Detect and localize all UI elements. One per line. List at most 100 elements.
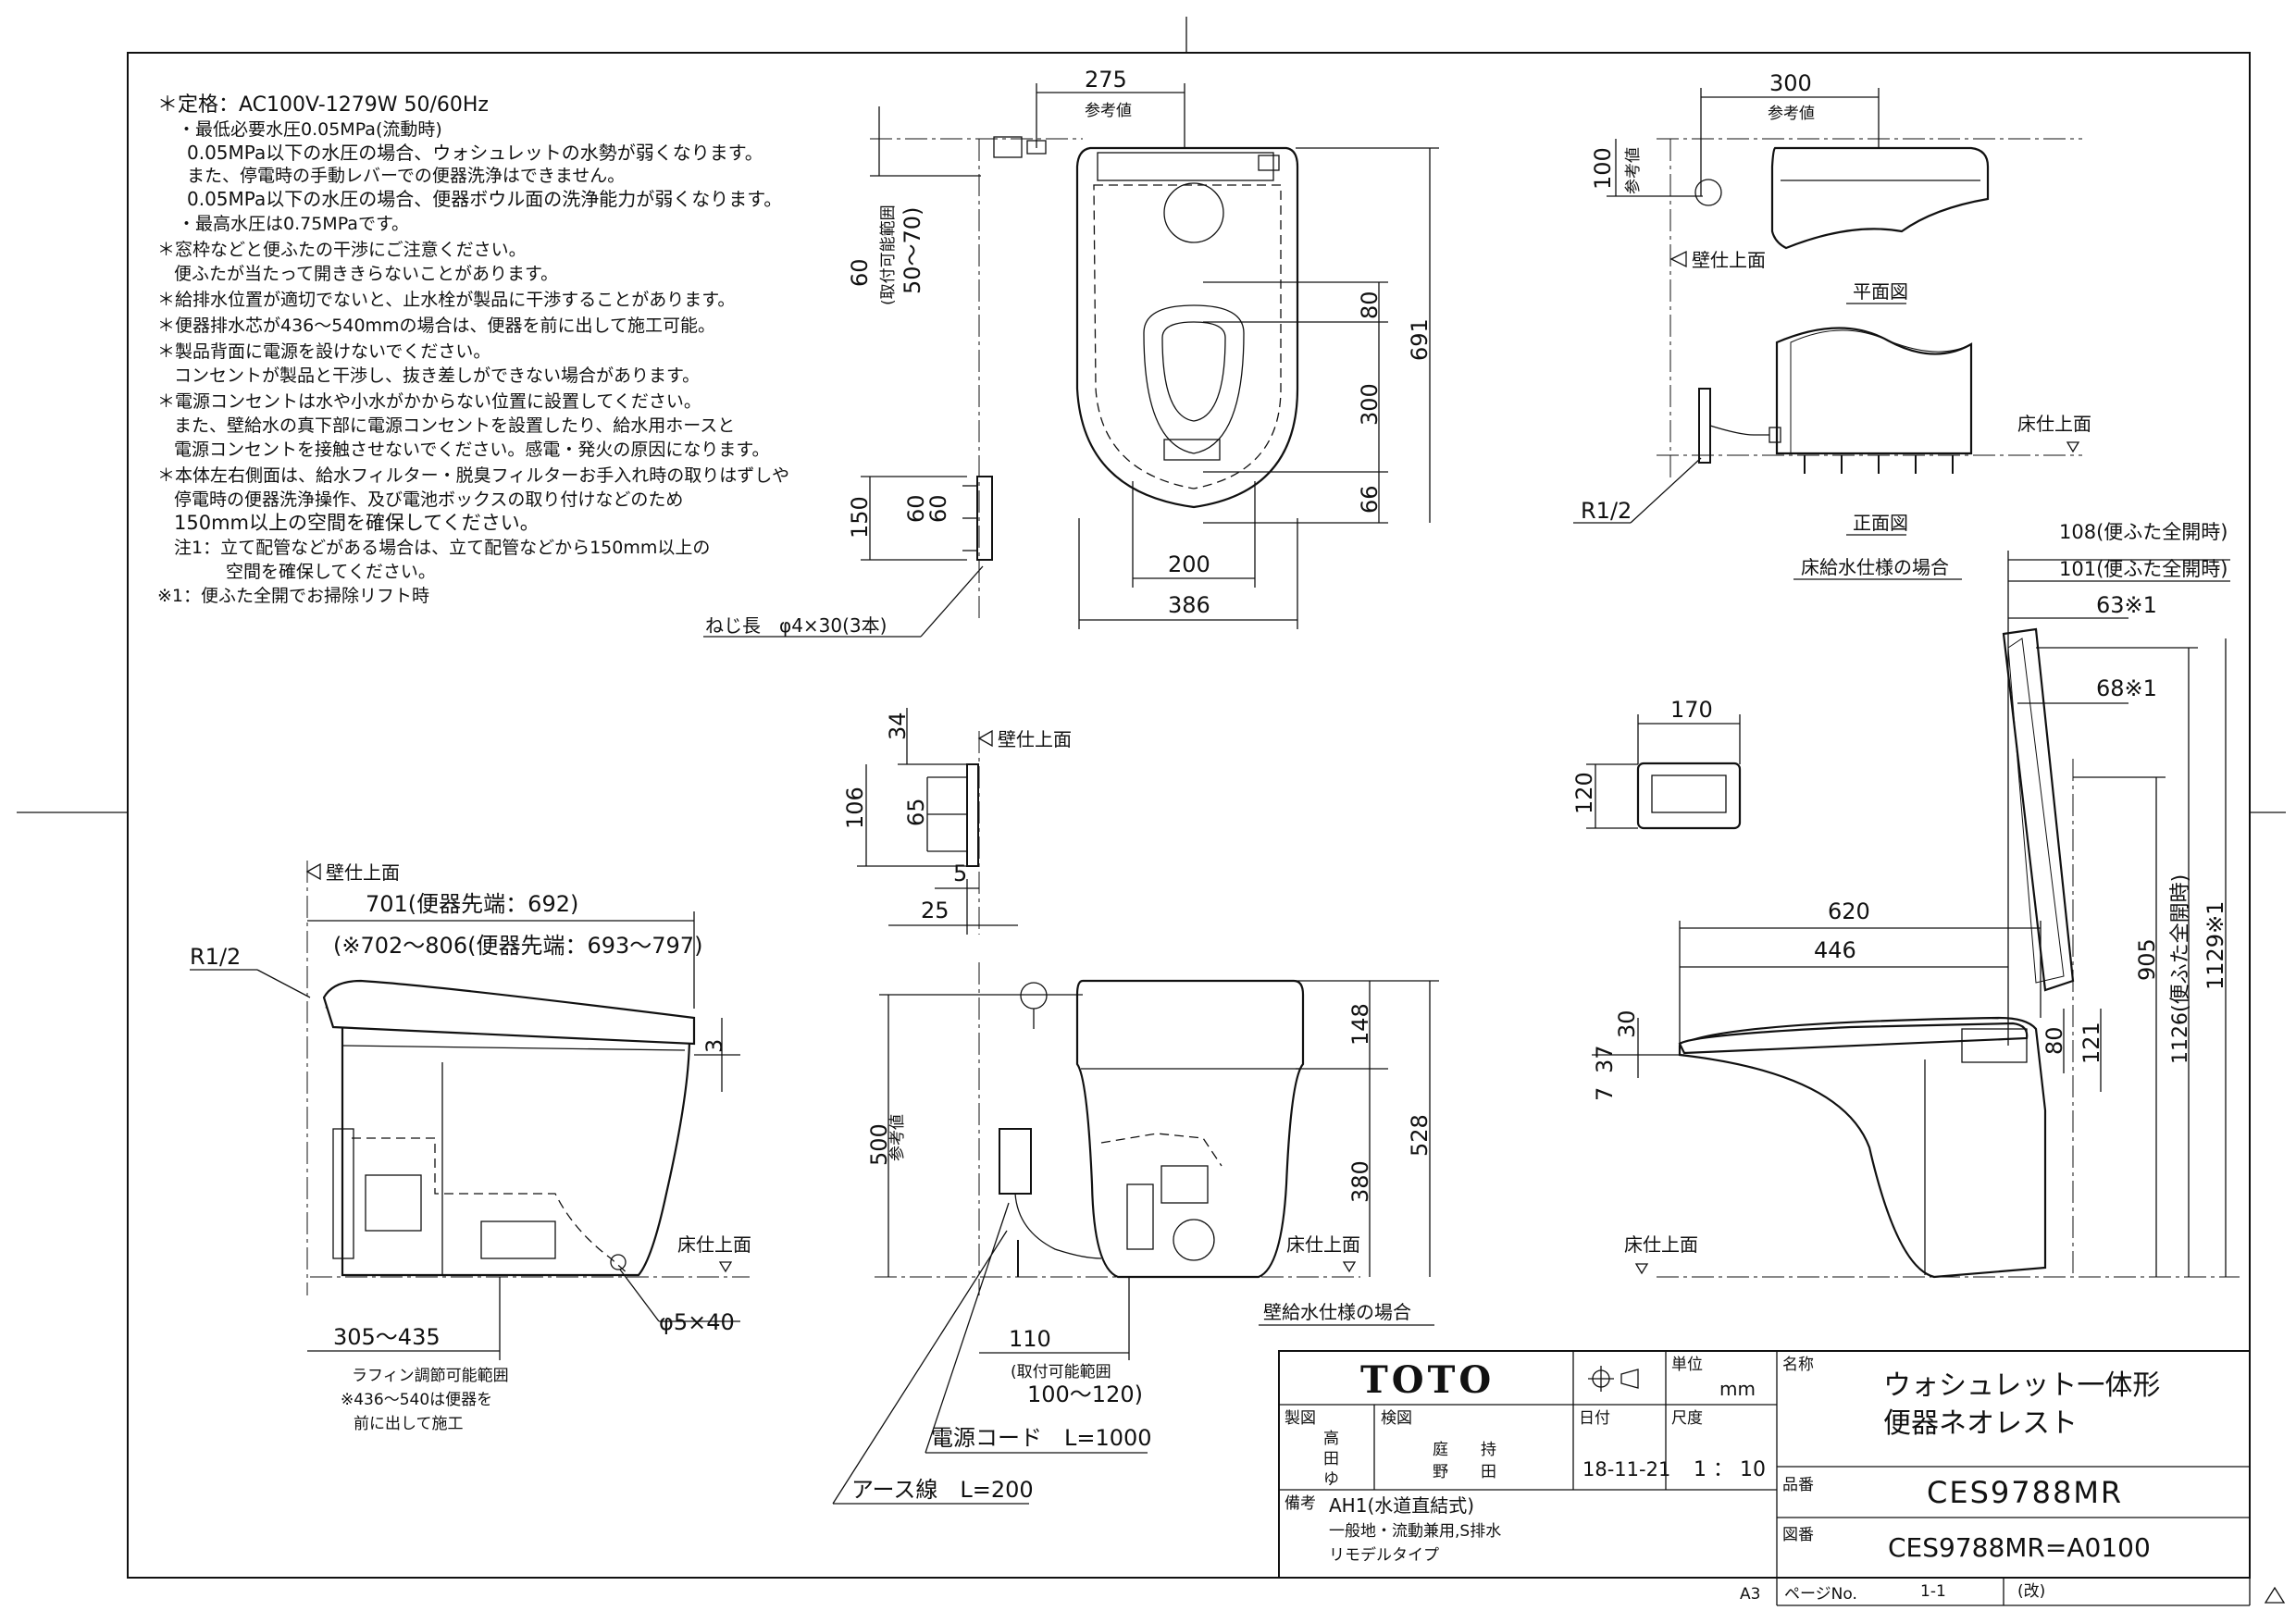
dim-label: 101(便ふた全開時) (2059, 558, 2228, 580)
dim-label: 63※1 (2096, 592, 2157, 618)
remark: リモデルタイプ (1329, 1545, 1439, 1565)
wall-label: 壁仕上面 (998, 728, 1072, 750)
dim-label: 110 (1009, 1326, 1051, 1352)
dim-label: 446 (1814, 937, 1856, 963)
dim-label: 60 (847, 258, 873, 287)
revision-label: (改) (2017, 1582, 2045, 1601)
checker: 持 (1481, 1441, 1496, 1459)
sheet-size: A3 (1740, 1585, 1760, 1604)
dim-label: 170 (1670, 697, 1713, 723)
remote-view: 170 120 (1571, 697, 1742, 830)
floor-label: 床仕上面 (2017, 413, 2091, 435)
dim-label: 691 (1407, 318, 1433, 361)
dim-label: 37 (1592, 1045, 1618, 1073)
note-line: ・最低必要水圧0.05MPa(流動時) (178, 119, 442, 140)
top-view: 275 参考値 60 (取付可能範囲 50～70) 80 300 66 691 … (703, 67, 1439, 638)
dim-label: (取付可能範囲 (879, 204, 898, 305)
right-view: 108(便ふた全開時) 101(便ふた全開時) 63※1 68※1 620 44… (1592, 521, 2240, 1279)
dim-label: 150 (847, 496, 873, 539)
earth-label: アース線 L=200 (851, 1477, 1034, 1503)
dim-label: 275 (1085, 67, 1127, 93)
dim-label: 620 (1828, 898, 1870, 924)
checker: 野 (1433, 1463, 1448, 1481)
dim-label: 305～435 (333, 1324, 441, 1350)
note-line: 0.05MPa以下の水圧の場合、便器ボウル面の洗浄能力が弱くなります。 (187, 188, 782, 210)
note-line: ＊窓枠などと便ふたの干渉にご注意ください。 (157, 240, 527, 260)
note-line: ※1：便ふた全開でお掃除リフト時 (157, 586, 429, 606)
note-line: また、停電時の手動レバーでの便器洗浄はできません。 (187, 166, 625, 186)
dim-label: (※702～806(便器先端：693～797) (333, 933, 702, 959)
note-line: ＊電源コンセントは水や小水がかからない位置に設置してください。 (157, 391, 701, 412)
dim-label: 120 (1571, 772, 1597, 814)
dim-label: (取付可能範囲 (1011, 1363, 1111, 1381)
dim-label: 100 (1590, 147, 1616, 190)
note-line: 便ふたが当たって開ききらないことがあります。 (174, 264, 558, 284)
dim-label: 30 (1614, 1010, 1640, 1038)
note-line: ・最高水圧は0.75MPaです。 (178, 214, 409, 234)
dim-label: 参考値 (888, 1114, 907, 1161)
note-line: 空間を確保してください。 (226, 562, 436, 582)
dim-label: 5 (953, 861, 967, 886)
cord-label: 電源コード L=1000 (931, 1425, 1152, 1451)
caption: 壁給水仕様の場合 (1263, 1301, 1411, 1323)
product-name: 便器ネオレスト (1883, 1407, 2078, 1440)
dim-label: 701(便器先端：692) (366, 891, 578, 917)
remark: 一般地・流動兼用,S排水 (1329, 1522, 1501, 1541)
dim-label: 参考値 (1768, 105, 1815, 123)
dim-label: 106 (842, 787, 868, 829)
range-note: 前に出して施工 (354, 1415, 464, 1433)
note-line: 150mm以上の空間を確保してください。 (174, 512, 540, 534)
product-name: ウォシュレット一体形 (1883, 1369, 2160, 1402)
wall-label: 壁仕上面 (326, 861, 400, 884)
note-line: ＊定格：AC100V-1279W 50/60Hz (157, 93, 489, 117)
checker: 庭 (1433, 1441, 1448, 1459)
dim-label: 参考値 (1624, 147, 1643, 194)
screw-note: ねじ長 φ4×30(3本) (705, 614, 887, 637)
dim-label: 300 (1357, 383, 1383, 426)
dim-label: 121 (2079, 1022, 2104, 1064)
front-label: 正面図 (1853, 512, 1908, 534)
dim-label: 905 (2134, 938, 2160, 981)
remark-label: 備考 (1285, 1494, 1316, 1513)
date-label: 日付 (1579, 1409, 1610, 1428)
drafter: 高 (1323, 1430, 1339, 1448)
checker: 田 (1481, 1463, 1496, 1481)
floor-supply-view: 300 参考値 100 参考値 壁仕上面 平面図 床仕上面 R1/2 正面図 床… (1573, 70, 2091, 580)
dim-label: 148 (1347, 1003, 1373, 1046)
dim-label: 3 (701, 1039, 727, 1053)
range-note: ※436～540は便器を (341, 1391, 492, 1409)
page-label: ページNo. (1784, 1585, 1857, 1604)
part-number: CES9788MR (1927, 1475, 2123, 1510)
note-line: ＊本体左右側面は、給水フィルター・脱臭フィルターお手入れ時の取りはずしや (157, 465, 789, 486)
bracket-view: 壁仕上面 34 106 65 5 25 (842, 708, 1072, 935)
made-label: 製図 (1285, 1409, 1316, 1428)
front-view: 500 参考値 148 380 528 床仕上面 壁給水仕様の場合 110 (取… (832, 962, 1439, 1505)
note-line: また、壁給水の真下部に電源コンセントを設置したり、給水用ホースと (174, 415, 735, 436)
dim-label: 528 (1407, 1114, 1433, 1157)
note-line: ＊便器排水芯が436～540mmの場合は、便器を前に出して施工可能。 (157, 316, 715, 336)
floor-label: 床仕上面 (1624, 1233, 1698, 1256)
note-line: 0.05MPa以下の水圧の場合、ウォシュレットの水勢が弱くなります。 (187, 142, 763, 164)
brand-logo: TOTO (1360, 1358, 1495, 1402)
note-line: コンセントが製品と干渉し、抜き差しができない場合があります。 (174, 365, 700, 386)
dim-label: 参考値 (1085, 102, 1132, 120)
dim-label: 386 (1168, 592, 1210, 618)
drawing-label: 図番 (1782, 1526, 1814, 1544)
unit-value: mm (1719, 1378, 1756, 1400)
part-label: 品番 (1782, 1476, 1814, 1494)
dim-label: 108(便ふた全開時) (2059, 521, 2228, 543)
note-line: 注1：立て配管などがある場合は、立て配管などから150mm以上の (174, 538, 710, 558)
note-line: 電源コンセントを接触させないでください。感電・発火の原因になります。 (174, 440, 770, 460)
plan-label: 平面図 (1853, 280, 1908, 303)
scale-label: 尺度 (1671, 1409, 1703, 1428)
dim-label: 50～70) (900, 207, 925, 294)
dim-label: 80 (2042, 1026, 2067, 1055)
bolt-label: φ5×40 (659, 1309, 735, 1335)
scale-value: 1 ： 10 (1694, 1458, 1766, 1481)
dim-label: 60 (903, 494, 929, 523)
drafter: 田 (1323, 1450, 1339, 1468)
floor-label: 床仕上面 (1286, 1233, 1360, 1256)
title-block: TOTO 単位 mm 名称 ウォシュレット一体形 便器ネオレスト 製図 高 田 … (1278, 1350, 2251, 1606)
dim-label: 34 (885, 712, 911, 740)
